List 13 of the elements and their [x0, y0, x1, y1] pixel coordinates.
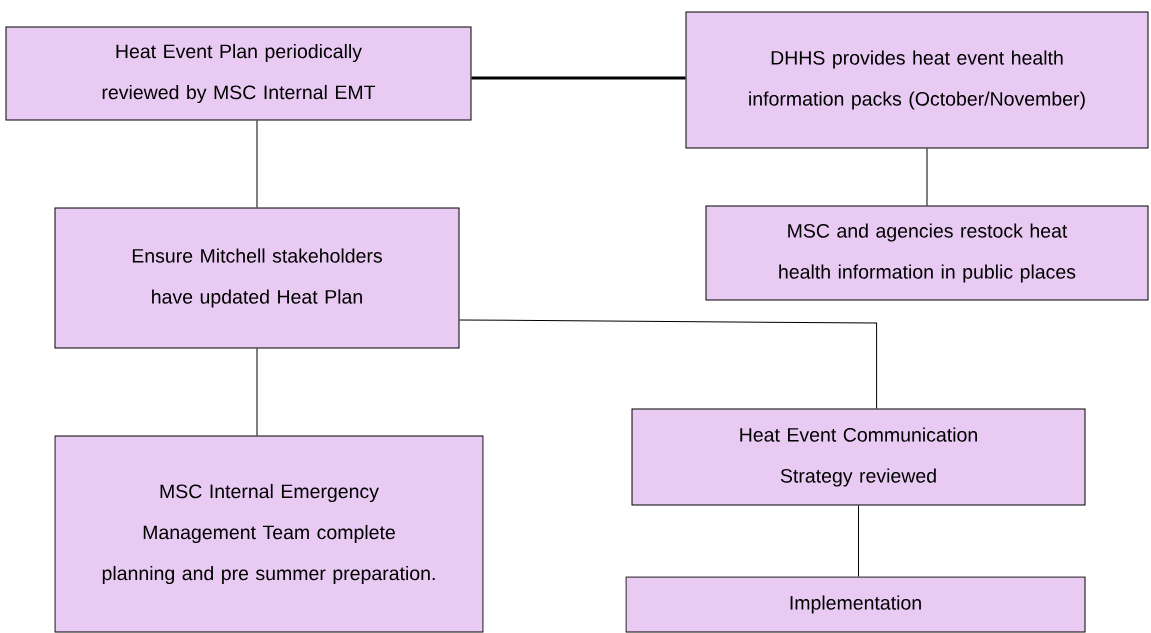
process-box: MSC Internal Emergency Management Team complete planning and pre summer preparation. — [54, 435, 484, 633]
process-box: Heat Event Plan periodically reviewed by MSC Internal EMT — [5, 26, 472, 121]
process-box: DHHS provides heat event health information packs (October/November) — [685, 11, 1149, 149]
process-box: Ensure Mitchell stakeholders have updated Heat Plan — [54, 207, 460, 349]
process-box: Implementation — [625, 576, 1086, 633]
connector-line — [858, 505, 859, 577]
process-box: Heat Event Communication Strategy reviewed — [631, 408, 1086, 506]
connector-line — [256, 348, 258, 436]
connector-line — [256, 120, 258, 208]
connector-line — [926, 148, 928, 206]
connector-line — [459, 319, 878, 409]
connector-line — [471, 76, 686, 80]
process-box: MSC and agencies restock heat health information in public places — [705, 205, 1149, 301]
